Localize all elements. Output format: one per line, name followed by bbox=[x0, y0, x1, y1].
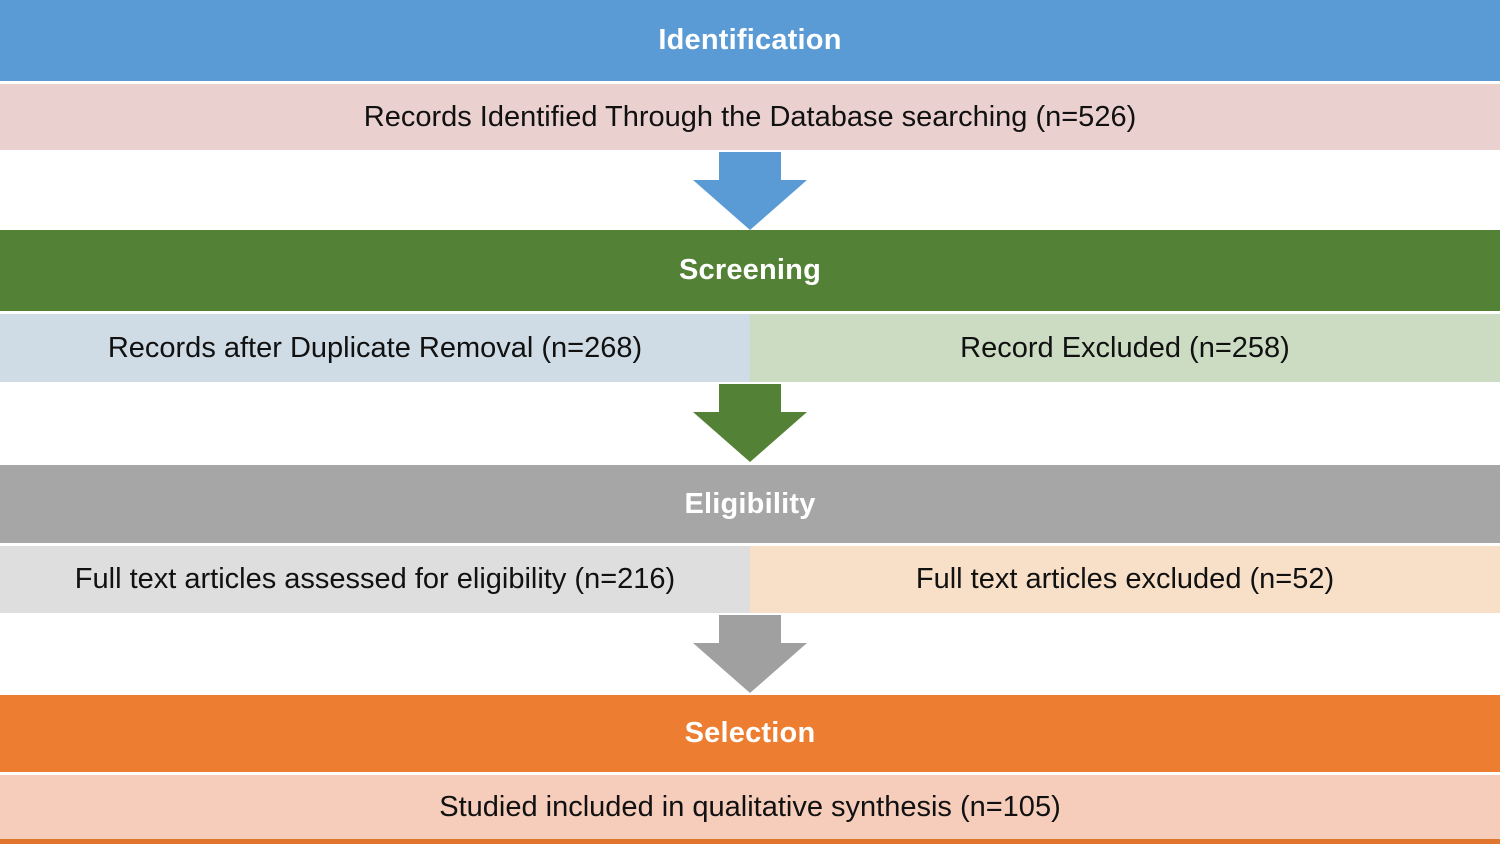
identification-header: Identification bbox=[0, 0, 1500, 81]
screening-row: Records after Duplicate Removal (n=268) … bbox=[0, 314, 1500, 382]
down-arrow-icon bbox=[693, 615, 807, 693]
records-identified-box: Records Identified Through the Database … bbox=[0, 84, 1500, 150]
divider bbox=[0, 543, 1500, 546]
cropped-next-band-strip bbox=[0, 839, 1500, 844]
eligibility-row: Full text articles assessed for eligibil… bbox=[0, 546, 1500, 613]
studies-included-box: Studied included in qualitative synthesi… bbox=[0, 775, 1500, 839]
identification-row: Records Identified Through the Database … bbox=[0, 84, 1500, 150]
arrow-zone bbox=[0, 150, 1500, 230]
divider bbox=[0, 81, 1500, 84]
arrow-zone bbox=[0, 382, 1500, 465]
fulltext-assessed-box: Full text articles assessed for eligibil… bbox=[0, 546, 750, 613]
records-after-duplicate-removal-box: Records after Duplicate Removal (n=268) bbox=[0, 314, 750, 382]
divider bbox=[0, 311, 1500, 314]
arrow-zone bbox=[0, 613, 1500, 695]
eligibility-header: Eligibility bbox=[0, 465, 1500, 543]
selection-row: Studied included in qualitative synthesi… bbox=[0, 775, 1500, 839]
divider bbox=[0, 772, 1500, 775]
down-arrow-icon bbox=[693, 384, 807, 462]
screening-header: Screening bbox=[0, 230, 1500, 311]
down-arrow-icon bbox=[693, 152, 807, 230]
fulltext-excluded-box: Full text articles excluded (n=52) bbox=[750, 546, 1500, 613]
selection-header: Selection bbox=[0, 695, 1500, 772]
records-excluded-box: Record Excluded (n=258) bbox=[750, 314, 1500, 382]
